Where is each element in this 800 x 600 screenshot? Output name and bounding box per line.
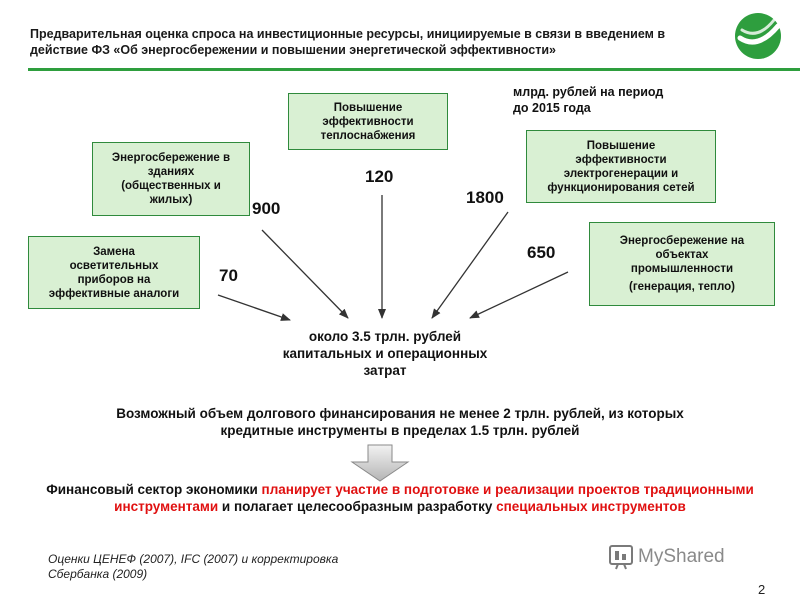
down-arrow-icon [350, 444, 410, 482]
arrow-buildings [261, 229, 349, 319]
value-power: 1800 [466, 188, 504, 207]
value-buildings: 900 [252, 199, 281, 218]
value-industry: 650 [527, 243, 556, 262]
arrow-lighting [217, 294, 291, 321]
units-note: млрд. рублей на период до 2015 года [513, 85, 664, 115]
myshared-watermark: MyShared [609, 545, 725, 570]
source-note: Оценки ЦЕНЕФ (2007), IFC (2007) и коррек… [48, 552, 339, 581]
box-heat: Повышение эффективности теплоснабжения [288, 93, 448, 150]
value-lighting: 70 [219, 266, 238, 285]
value-heat: 120 [365, 167, 394, 186]
header-divider [28, 68, 800, 71]
slide-title: Предварительная оценка спроса на инвести… [30, 27, 666, 57]
box-buildings: Энергосбережение в зданиях (общественных… [92, 142, 250, 216]
box-power: Повышение эффективности электрогенерации… [526, 130, 716, 203]
box-lighting: Замена осветительных приборов на эффекти… [28, 236, 200, 309]
arrow-industry [469, 271, 569, 319]
arrow-power [431, 211, 509, 319]
sberbank-logo [735, 13, 781, 59]
finance-sector-text: Финансовый сектор экономики планирует уч… [46, 482, 754, 514]
watermark-text: MyShared [638, 546, 725, 567]
debt-financing-text: Возможный объем долгового финансирования… [116, 406, 684, 438]
box-industry: Энергосбережение на объектах промышленно… [589, 222, 775, 306]
total-costs: около 3.5 трлн. рублей капитальных и опе… [282, 329, 488, 378]
page-number: 2 [758, 582, 766, 597]
